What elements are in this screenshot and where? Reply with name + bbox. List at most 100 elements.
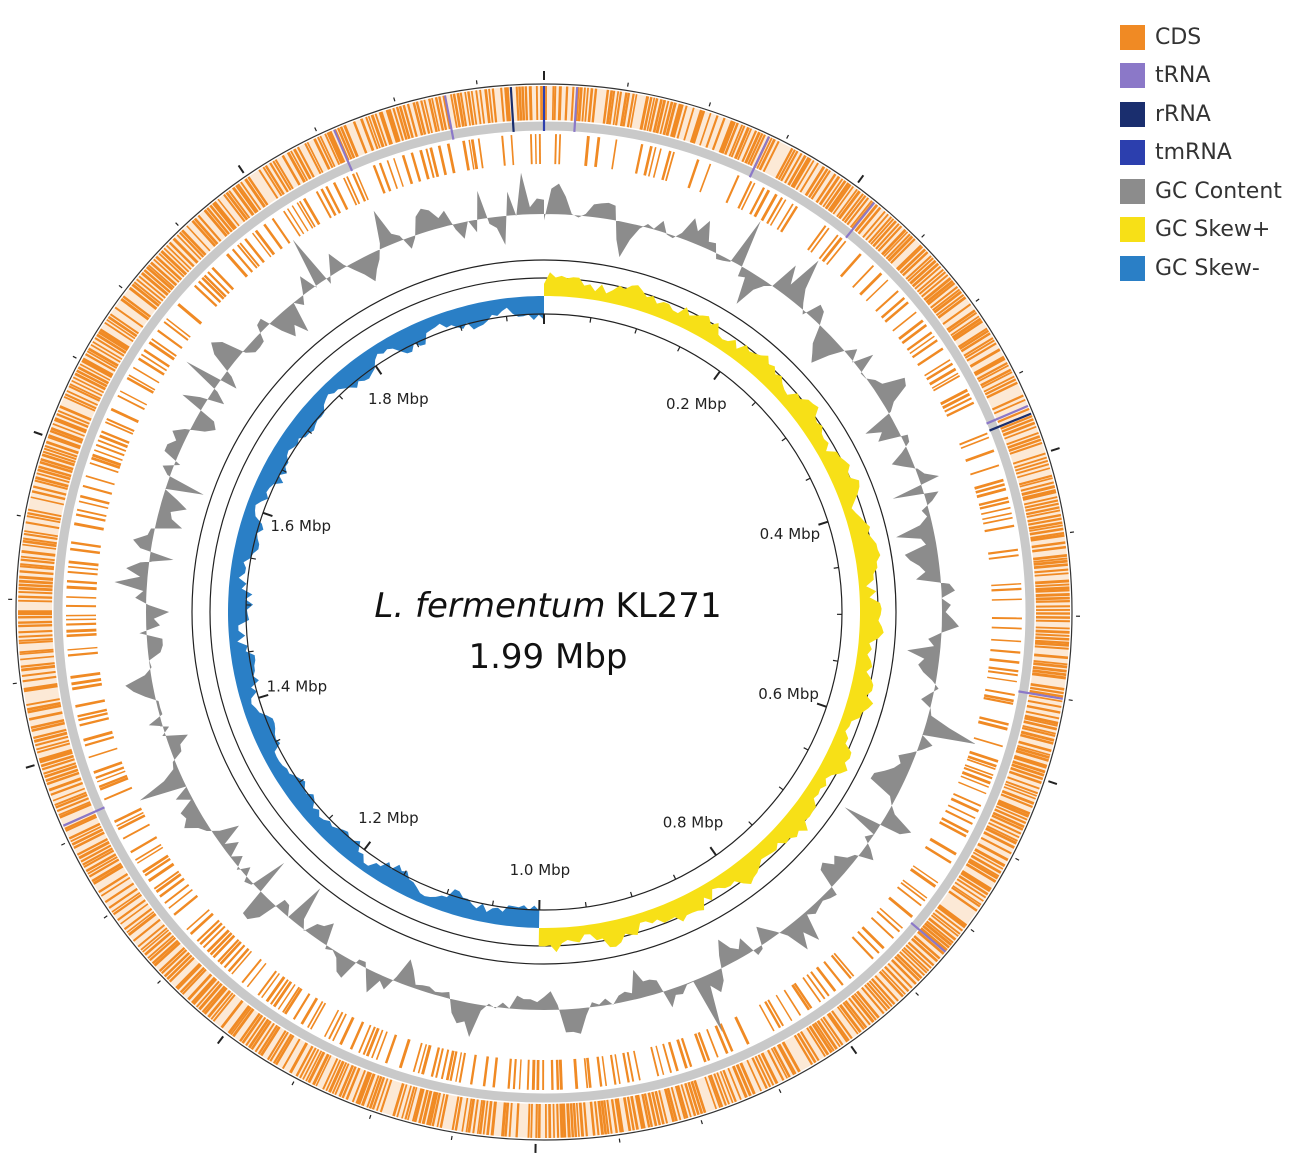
cds-stripe [740,182,756,211]
cds-stripe [969,750,999,763]
cds-stripe [18,599,53,603]
cds-stripe [206,207,230,235]
cds-stripe [643,96,653,131]
cds-stripe [1035,600,1070,603]
legend-label-gc-content: GC Content [1155,178,1282,204]
cds-stripe [775,994,793,1022]
cds-stripe [368,1075,383,1109]
cds-stripe [21,664,56,672]
cds-stripe [26,701,61,711]
cds-stripe [940,388,969,406]
cds-stripe [326,132,343,165]
cds-stripe [965,449,995,463]
cds-stripe [293,148,312,180]
cds-stripe [857,206,882,235]
cds-stripe [371,1029,384,1059]
cds-stripe [113,807,143,823]
cds-stripe [833,952,855,977]
position-label: 1.0 Mbp [510,861,571,879]
cds-stripe [924,845,952,864]
rna-mark [333,129,354,172]
cds-stripe [412,102,424,136]
outer-tick [118,284,123,289]
cds-stripe [270,979,289,1005]
cds-stripe [149,936,177,962]
rna-mark [986,404,1029,425]
cds-stripe [1024,717,1058,727]
cds-stripe [838,190,861,220]
cds-stripe [304,142,322,175]
rna-mark [845,201,876,239]
cds-stripe [912,865,939,884]
cds-stripe [1020,733,1054,745]
legend-item-tmrna: tmRNA [1120,134,1282,173]
cds-stripe [1001,789,1035,805]
cds-stripe [983,375,1015,393]
cds-stripe [991,626,1022,630]
cds-stripe [591,88,598,123]
cds-stripe [810,227,830,253]
cds-stripe [26,515,61,524]
cds-stripe [730,125,746,158]
cds-stripe [1001,418,1034,433]
cds-stripe [50,781,84,796]
cds-stripe [877,225,903,252]
cds-stripe [1019,477,1053,488]
cds-stripe [94,449,123,461]
cds-stripe [815,173,837,204]
cds-stripe [992,811,1025,829]
cds-stripe [82,484,113,495]
cds-stripe [261,973,280,999]
cds-stripe [73,522,104,531]
cds-stripe [526,1059,530,1090]
cds-stripe [18,620,53,624]
cds-stripe [764,1000,782,1029]
cds-stripe [578,1102,585,1137]
cds-stripe [781,1041,801,1073]
cds-stripe [281,154,301,186]
cds-stripe [136,846,164,864]
cds-stripe [140,927,168,951]
cds-stripe [100,876,131,897]
cds-stripe [401,1085,412,1119]
cds-stripe [979,716,1009,726]
cds-stripe [210,992,234,1020]
cds-stripe [917,347,944,367]
cds-stripe [946,401,975,417]
cds-stripe [639,96,650,130]
cds-stripe [22,539,57,548]
cds-stripe [106,418,135,433]
inner-tick [778,786,784,791]
cds-stripe [814,1021,835,1052]
cds-stripe [248,1018,270,1049]
cds-stripe [137,357,165,376]
cds-stripe [98,774,128,788]
cds-stripe [661,150,672,181]
outer-tick [975,298,980,302]
cds-stripe [387,108,401,143]
cds-stripe [127,912,157,937]
cds-stripe [787,154,807,186]
cds-stripe [315,1055,332,1087]
cds-stripe [298,200,316,228]
gc-skew-outer-circle [191,259,897,965]
cds-stripe [659,100,670,135]
cds-stripe [227,947,250,973]
cds-stripe [961,870,992,891]
cds-stripe [295,1045,314,1077]
cds-stripe [67,651,98,657]
cds-stripe [158,947,186,972]
cds-stripe [881,228,907,256]
cds-stripe [71,379,103,397]
cds-stripe [518,1059,522,1090]
cds-stripe [510,135,515,166]
cds-stripe [30,718,65,729]
cds-stripe [1035,626,1070,630]
cds-stripe [18,590,53,595]
cds-stripe [88,747,118,759]
cds-stripe [30,496,65,506]
cds-stripe [959,432,988,446]
cds-stripe [155,255,183,281]
cds-stripe [1029,524,1063,532]
cds-stripe [41,453,75,467]
